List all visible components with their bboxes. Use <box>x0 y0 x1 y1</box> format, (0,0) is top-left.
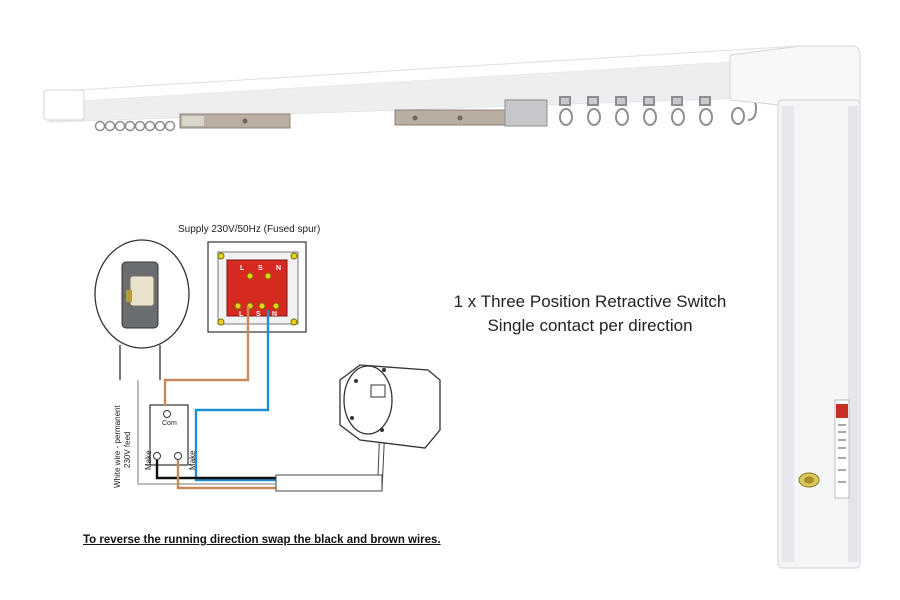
spur-terminal-top-s: S <box>258 265 263 272</box>
mounting-bracket-left <box>179 113 291 129</box>
spur-terminal-top-n: N <box>276 265 282 272</box>
permanent-feed-label: 230V feed <box>123 431 132 468</box>
make-left-label: Make <box>144 450 153 470</box>
reverse-direction-note: To reverse the running direction swap th… <box>83 534 441 546</box>
wiring <box>137 306 386 492</box>
mounting-bracket-right <box>394 99 548 127</box>
spur-terminal-top-l: L <box>240 265 245 272</box>
make-right-label: Make <box>188 450 197 470</box>
supply-label: Supply 230V/50Hz (Fused spur) <box>178 224 321 235</box>
spur-terminal-bottom-n: N <box>272 311 278 318</box>
switch-caption-line-1: 1 x Three Position Retractive Switch <box>453 292 727 311</box>
white-wire-label: White wire - permanent <box>113 405 122 488</box>
switch-caption-line-2: Single contact per direction <box>487 316 693 335</box>
com-label: Com <box>162 420 177 427</box>
motor-screw-icon <box>798 472 820 488</box>
motor-head-socket <box>339 364 441 449</box>
curtain-runners-right <box>559 96 758 126</box>
spur-terminal-bottom-l: L <box>239 311 244 318</box>
curtain-track <box>43 45 801 123</box>
curtain-runners-left <box>94 120 176 132</box>
retractive-switch-terminal-block <box>149 404 189 466</box>
fused-spur <box>207 241 307 333</box>
spur-terminal-bottom-s: S <box>256 311 261 318</box>
curtain-motor-unit <box>729 45 861 569</box>
switch-callout <box>94 239 190 380</box>
